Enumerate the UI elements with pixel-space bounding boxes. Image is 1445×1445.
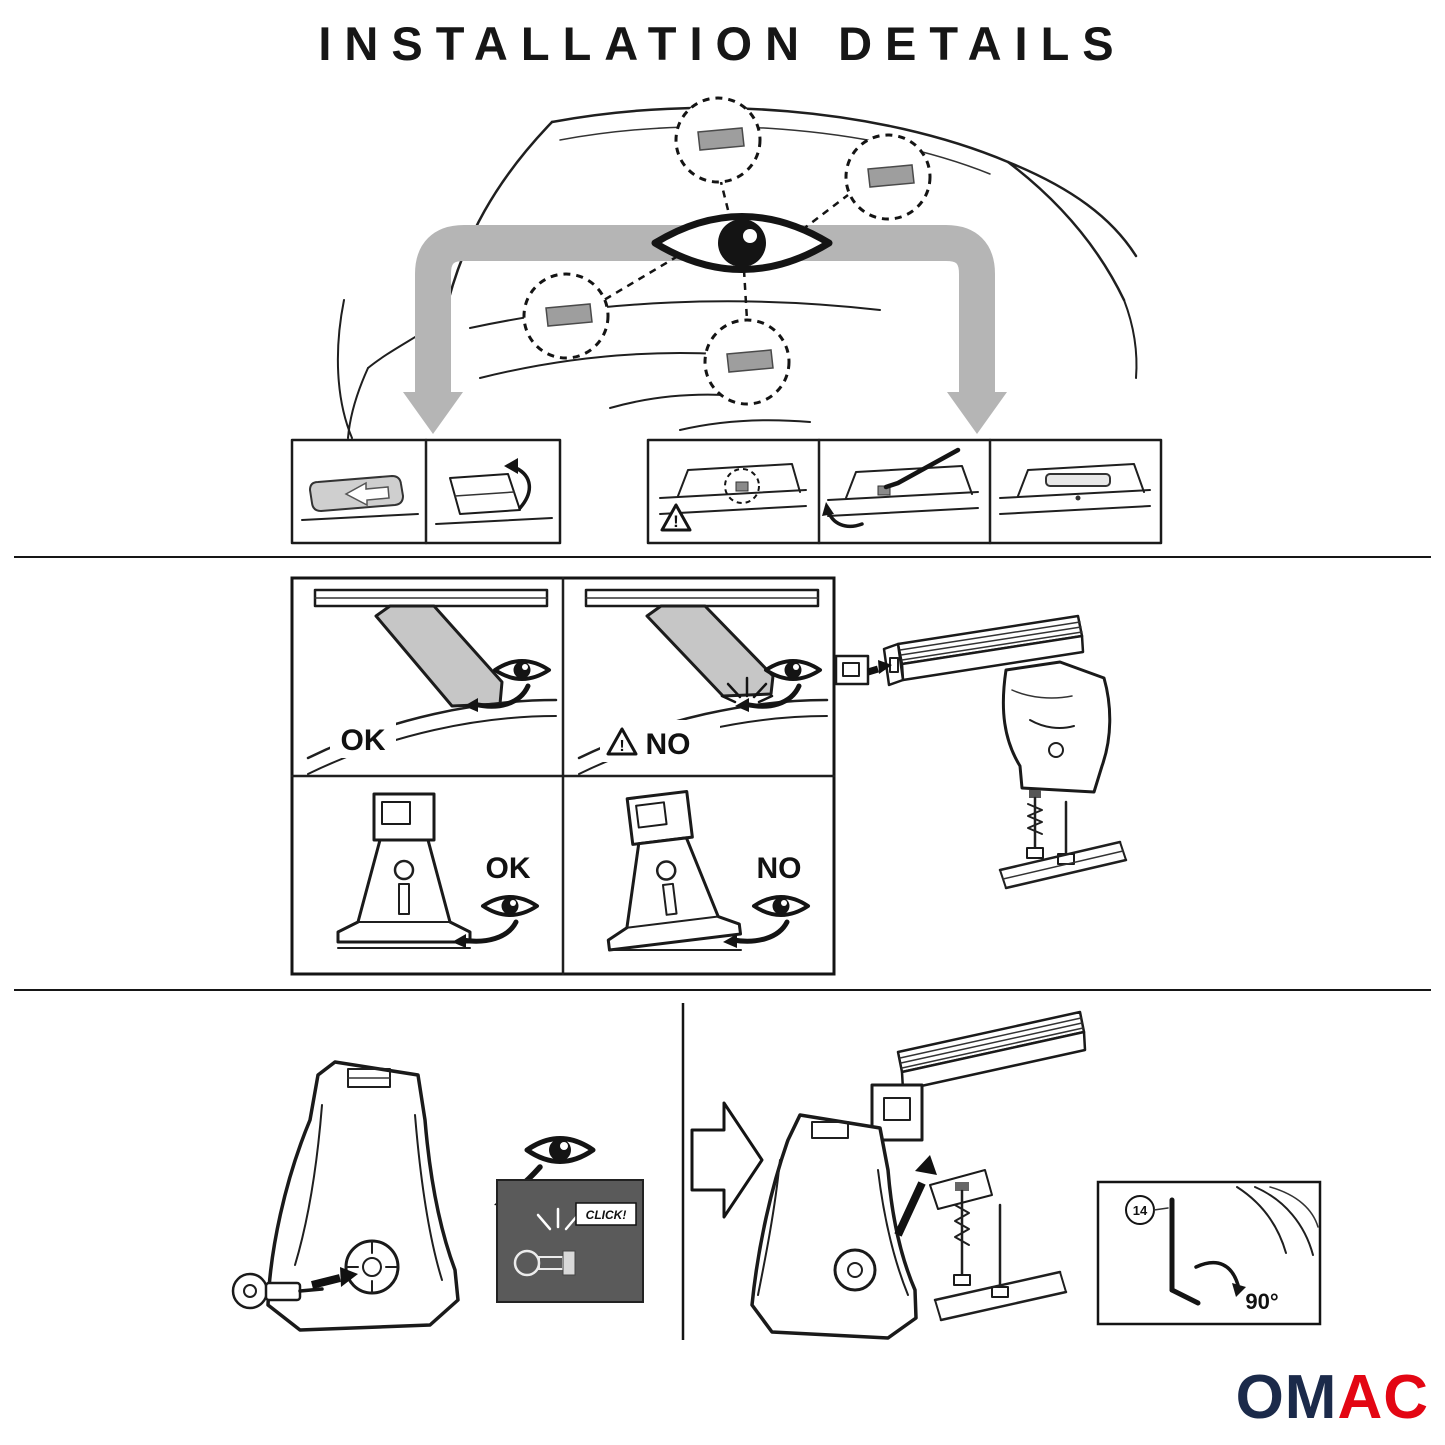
- flush-ok-label: OK: [341, 724, 386, 757]
- cover-arrow-step: [301, 474, 419, 521]
- click-detail-panel: CLICK!: [496, 1179, 644, 1303]
- foot-outline: [750, 1113, 918, 1340]
- arrow-down-left: [403, 392, 463, 434]
- next-step-arrow-icon: [690, 1101, 764, 1219]
- logo-om: OM: [1235, 1363, 1338, 1432]
- partial-foot-drawing: [1236, 1186, 1319, 1256]
- gap-starburst-icon: [720, 676, 774, 704]
- allen-key-icon: [883, 447, 961, 490]
- warning-mark: !: [619, 738, 624, 755]
- brand-logo: OMAC: [1236, 1362, 1429, 1433]
- click-starburst-icon: [536, 1207, 579, 1231]
- warning-bolt-step: !: [659, 463, 807, 532]
- eye-icon: [752, 895, 810, 917]
- insert-arrow-icon: [311, 1274, 341, 1289]
- cover-removal-panel: [290, 438, 562, 545]
- section-divider: [14, 556, 1431, 558]
- warning-mark: !: [673, 512, 679, 531]
- foot-outline: [266, 1060, 460, 1332]
- eye-icon: [493, 659, 551, 681]
- key-size-label: 14: [1133, 1203, 1148, 1218]
- fixpoint-cover: [867, 164, 915, 188]
- section-divider: [14, 989, 1431, 991]
- gap-no-label: NO: [646, 728, 691, 761]
- warning-icon: !: [660, 503, 692, 532]
- eye-icon: [651, 213, 833, 273]
- click-label-box: CLICK!: [575, 1202, 637, 1226]
- sightline-connectors: [603, 181, 849, 321]
- fixpoint-cover: [726, 349, 774, 373]
- lock-engaged-drawing: [513, 1249, 576, 1277]
- insert-arrow-icon: [866, 665, 880, 676]
- check-flush-ok: OK: [306, 588, 558, 775]
- bolt-access-panel: !: [646, 438, 1163, 545]
- check-foot-ok: OK: [336, 792, 539, 949]
- cover-open-step: [435, 458, 553, 525]
- page-title: INSTALLATION DETAILS: [318, 17, 1127, 70]
- foot-ok-label: OK: [486, 852, 531, 885]
- fixpoint-marker-4: [703, 318, 791, 406]
- mounting-check-illustration: OK !: [290, 576, 1128, 976]
- attach-arrow-icon: [894, 1181, 926, 1237]
- allen-key-step: [822, 447, 979, 529]
- click-label: CLICK!: [586, 1208, 627, 1222]
- clamp-foot: [1001, 660, 1112, 794]
- fixpoint-marker-1: [674, 96, 762, 184]
- fixpoint-markers: [522, 96, 932, 406]
- endcap-part: [834, 654, 870, 686]
- look-arrow-icon: [471, 683, 531, 709]
- fixpoint-cover: [545, 303, 593, 327]
- eye-icon: [524, 1136, 596, 1164]
- check-flush-no: ! NO: [577, 588, 829, 775]
- lock-hole: [344, 1239, 400, 1295]
- roof-overview-illustration: !: [290, 96, 1163, 545]
- lock-key-part: [231, 1272, 324, 1310]
- warning-icon: !: [606, 727, 638, 756]
- fixpoint-marker-2: [844, 133, 932, 221]
- foot-no-label: NO: [757, 852, 802, 885]
- logo-ac: AC: [1337, 1363, 1429, 1432]
- locator-band-arrows: [403, 225, 1007, 434]
- rotation-angle-label: 90°: [1245, 1289, 1278, 1314]
- car-outline: [336, 106, 1138, 439]
- eye-icon: [764, 659, 822, 681]
- key-size-badge: 14: [1125, 1195, 1169, 1225]
- final-assembly-illustration: [750, 1010, 1087, 1340]
- torque-detail-panel: 14 90°: [1096, 1180, 1322, 1326]
- allen-key-icon: [1169, 1197, 1201, 1306]
- rotate-arrow-icon: [1194, 1261, 1240, 1287]
- cover-arrow-icon: [344, 481, 390, 507]
- mounting-hardware: [929, 1169, 1068, 1322]
- look-arrow-icon: [459, 919, 519, 944]
- look-arrow-icon: [730, 919, 790, 944]
- look-arrow-icon: [742, 683, 802, 709]
- check-foot-no: NO: [606, 789, 810, 952]
- flip-open-arrow-icon: [514, 466, 531, 510]
- cover-closed-step: [999, 463, 1151, 515]
- clamp-shape: [645, 604, 775, 698]
- arrow-down-right: [947, 392, 1007, 434]
- crossbar-endcap-illustration: [834, 614, 1128, 890]
- fixpoint-cover: [697, 127, 745, 151]
- mounting-hardware: [998, 790, 1128, 890]
- eye-icon: [481, 895, 539, 917]
- lock-and-final-illustration: CLICK!: [231, 1003, 1322, 1340]
- fixpoint-marker-3: [522, 272, 610, 360]
